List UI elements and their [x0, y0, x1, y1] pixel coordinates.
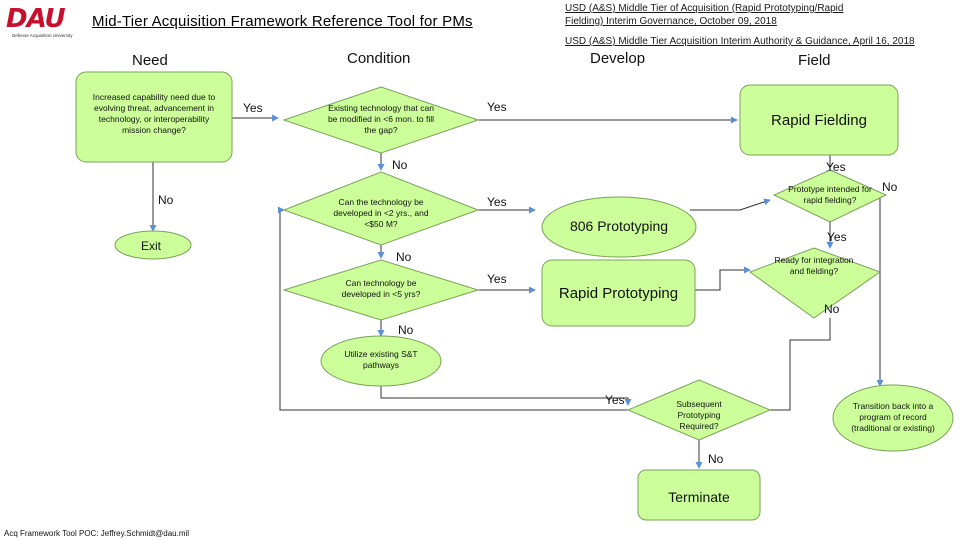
page-title: Mid-Tier Acquisition Framework Reference… — [92, 13, 473, 30]
footer-poc: Acq Framework Tool POC: Jeffrey.Schmidt@… — [4, 529, 190, 538]
rapid-fielding-label: Rapid Fielding — [771, 112, 867, 129]
cond1-yes-label: Yes — [487, 100, 507, 114]
authority-guidance-link[interactable]: USD (A&S) Middle Tier Acquisition Interi… — [565, 36, 915, 47]
governance-link-line2[interactable]: Fielding) Interim Governance, October 09… — [565, 16, 777, 27]
column-develop: Develop — [590, 50, 646, 67]
subsequent-diamond — [626, 379, 772, 441]
dau-logo: DAU Defense Acquisition University — [6, 4, 73, 42]
cond3-no-label: No — [398, 323, 414, 337]
exit-label: Exit — [141, 239, 162, 253]
ready-diamond — [748, 247, 882, 319]
rapid-fielding-box — [739, 84, 899, 156]
cond2-yes-label: Yes — [487, 195, 507, 209]
need-box — [75, 71, 233, 163]
cond1-no-label: No — [392, 158, 408, 172]
cond3-yes-label: Yes — [487, 272, 507, 286]
edge-806-proto-intended — [690, 198, 771, 211]
governance-link-line1[interactable]: USD (A&S) Middle Tier of Acquisition (Ra… — [565, 3, 844, 14]
column-need: Need — [132, 52, 168, 69]
column-condition: Condition — [347, 50, 411, 67]
cond1-diamond — [282, 86, 480, 154]
logo-subtext: Defense Acquisition University — [12, 33, 73, 38]
cond2-text: Can the technology be developed in <2 yr… — [333, 197, 429, 229]
ready-text: Ready for integration and fielding? — [774, 255, 854, 276]
need-no-label: No — [158, 193, 174, 207]
need-yes-label: Yes — [243, 101, 263, 115]
cond3-diamond — [282, 259, 480, 321]
subsequent-text: Subsequent Prototyping Required? — [676, 399, 722, 431]
proto806-label: 806 Prototyping — [569, 218, 669, 234]
transition-ellipse — [832, 384, 954, 452]
utilize-text: Utilize existing S&T pathways — [344, 349, 418, 370]
proto-intended-text: Prototype intended for rapid fielding? — [788, 184, 872, 205]
cond3-text: Can technology be developed in <5 yrs? — [341, 278, 421, 299]
edge-subsequent-cond2 — [278, 206, 628, 411]
column-field: Field — [798, 52, 831, 69]
rapid-proto-label: Rapid Prototyping — [558, 285, 679, 302]
edge-rapid-proto-ready — [695, 266, 751, 291]
utilize-ellipse — [320, 335, 442, 387]
logo-text: DAU — [6, 4, 66, 34]
need-question: Increased capability need due to evolvin… — [92, 92, 216, 135]
exit-ellipse — [114, 230, 192, 260]
rapid-fielding-yes-label: Yes — [826, 160, 846, 174]
proto-intended-no-label: No — [882, 180, 898, 194]
rapid-proto-box — [541, 259, 696, 327]
terminate-label: Terminate — [668, 489, 730, 505]
ready-no-label: No — [824, 302, 840, 316]
edge-proto-intended-transition — [876, 194, 884, 387]
subsequent-yes-label: Yes — [605, 393, 625, 407]
transition-text: Transition back into a program of record… — [851, 401, 935, 433]
subsequent-no-label: No — [708, 452, 724, 466]
proto-intended-diamond — [772, 169, 888, 223]
proto806-ellipse — [541, 196, 697, 258]
terminate-box — [637, 469, 761, 521]
cond1-text: Existing technology that can be modified… — [327, 103, 435, 135]
cond2-no-label: No — [396, 250, 412, 264]
edge-utilize-subsequent — [380, 386, 632, 406]
edge-ready-subsequent — [749, 318, 831, 414]
proto-intended-yes-label: Yes — [827, 230, 847, 244]
cond2-diamond — [282, 171, 480, 246]
